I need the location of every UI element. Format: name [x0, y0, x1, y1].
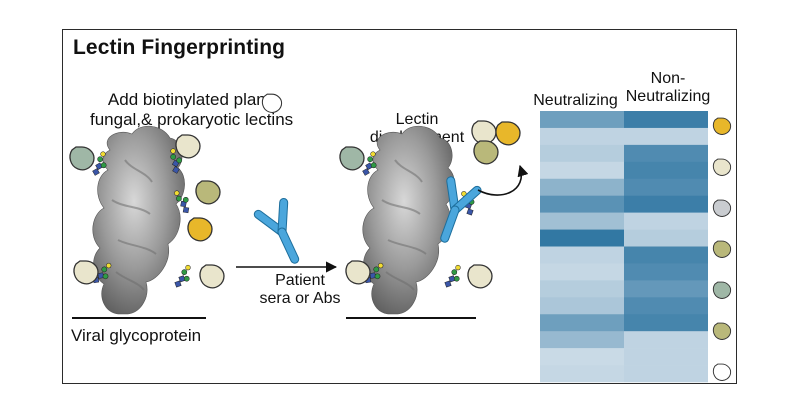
add-lectins-line2: fungal,& prokaryotic lectins — [90, 109, 294, 129]
figure-title: Lectin Fingerprinting — [73, 36, 286, 59]
displacement-arrow — [477, 164, 529, 196]
patient-line2: sera or Abs — [259, 290, 341, 308]
heatmap-cell — [540, 365, 624, 383]
heatmap-cell — [624, 263, 708, 281]
lectin-cream-icon — [73, 260, 99, 285]
lectin-teal-icon — [712, 281, 732, 299]
glycan-chain-right-3 — [440, 264, 466, 288]
heatmap-cell — [624, 212, 708, 230]
heatmap-cell — [624, 331, 708, 349]
heatmap-cell — [540, 144, 624, 163]
heatmap-cell — [540, 111, 624, 129]
lectin-yellow-icon — [495, 121, 521, 146]
heatmap-col2-label: Non- Neutralizing — [620, 70, 716, 107]
heatmap-cell — [624, 127, 708, 146]
heatmap-cell — [540, 280, 624, 298]
viral-glycoprotein-label: Viral glycoprotein — [71, 326, 202, 345]
lectin-grey-icon — [712, 199, 732, 217]
heatmap-cell — [624, 348, 708, 366]
heatmap-cell — [540, 178, 624, 196]
heatmap-cell — [624, 178, 708, 196]
heatmap-cell — [540, 314, 624, 332]
lectin-yellow-icon — [187, 217, 213, 242]
lectin-cream-icon — [467, 264, 493, 289]
heatmap-col2-label-line2: Neutralizing — [625, 88, 711, 106]
lectin-outline-icon — [261, 93, 283, 113]
lectin-cream-icon — [345, 260, 371, 285]
add-lectins-caption: Add biotinylated plant, fungal,& prokary… — [90, 90, 293, 129]
glycan-chain-left-5 — [170, 264, 196, 288]
add-lectins-line1: Add biotinylated plant, — [107, 90, 276, 109]
heatmap — [540, 111, 708, 383]
lectin-teal-icon — [69, 146, 95, 171]
lectin-displacement-line1: Lectin — [395, 111, 439, 128]
heatmap-cell — [624, 365, 708, 383]
lectin-olive-icon — [195, 180, 221, 205]
heatmap-cell — [624, 246, 708, 264]
heatmap-cell — [624, 161, 708, 180]
heatmap-cell — [624, 111, 708, 129]
lectin-white-icon — [712, 363, 732, 381]
heatmap-cell — [624, 195, 708, 213]
lectin-teal-icon — [339, 146, 365, 171]
heatmap-cell — [540, 331, 624, 349]
heatmap-cell — [540, 263, 624, 281]
lectin-yellow-icon — [712, 117, 732, 135]
patient-line1: Patient — [275, 272, 325, 289]
heatmap-cell — [540, 212, 624, 230]
lectin-olive-icon — [712, 240, 732, 258]
heatmap-cell — [540, 348, 624, 366]
lectin-cream-icon — [199, 264, 225, 289]
heatmap-col1-label: Neutralizing — [533, 92, 618, 109]
heatmap-cell — [540, 229, 624, 247]
heatmap-lectin-icons — [712, 117, 732, 381]
heatmap-cell — [540, 127, 624, 146]
lectin-olive-icon — [712, 322, 732, 340]
heatmap-cell — [624, 144, 708, 163]
heatmap-cell — [624, 280, 708, 298]
heatmap-cell — [540, 246, 624, 264]
heatmap-cell — [540, 195, 624, 213]
lectin-olive-icon — [473, 140, 499, 165]
heatmap-cell — [624, 229, 708, 247]
heatmap-cell — [540, 297, 624, 315]
antibody-icon — [258, 203, 307, 266]
lectin-cream-icon — [175, 134, 201, 159]
figure-frame — [62, 29, 737, 384]
heatmap-cell — [540, 161, 624, 180]
heatmap-cell — [624, 297, 708, 315]
heatmap-col2-label-line1: Non- — [650, 70, 686, 87]
patient-caption: Patient sera or Abs — [245, 272, 355, 309]
lectin-cream-icon — [712, 158, 732, 176]
viral-glycoprotein-left — [92, 125, 185, 315]
viral-glycoprotein-right — [362, 125, 455, 315]
heatmap-cell — [624, 314, 708, 332]
